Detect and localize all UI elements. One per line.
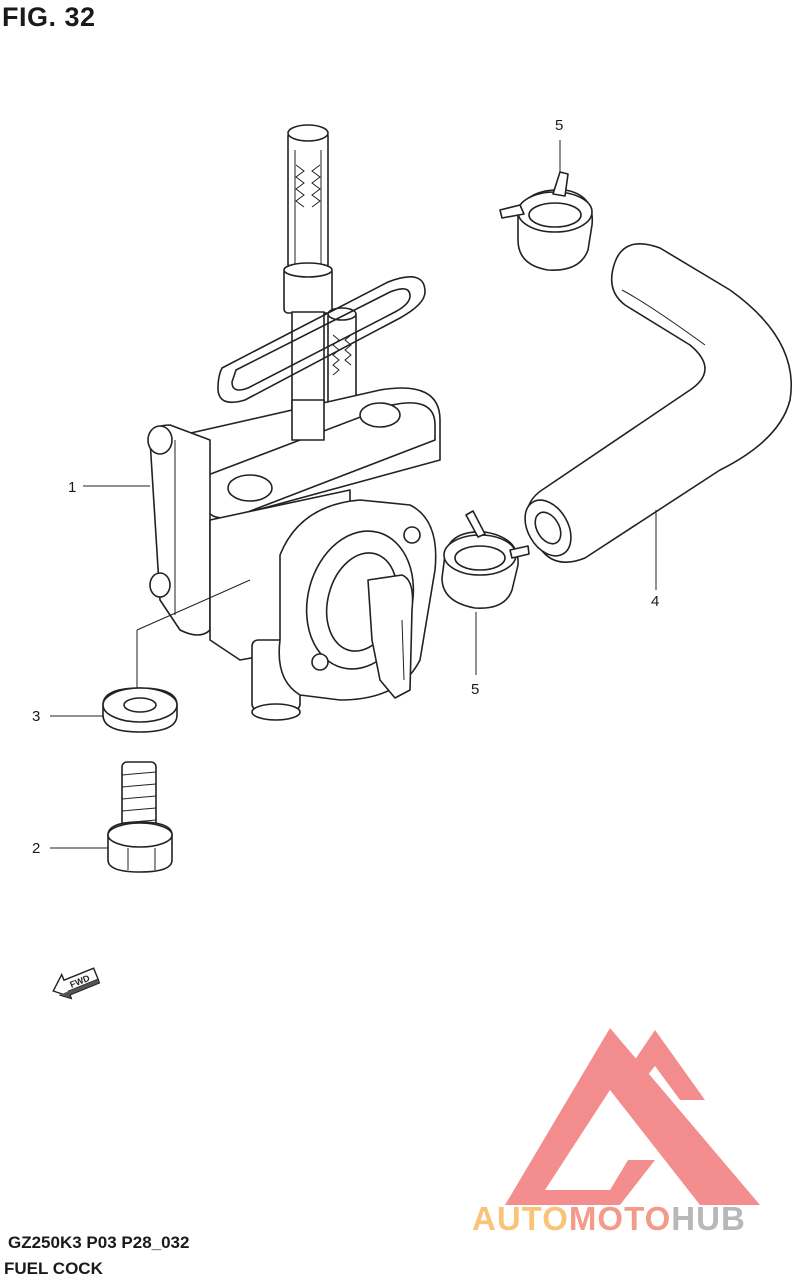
model-code: GZ250K3 P03 P28_032	[8, 1233, 190, 1252]
watermark-text: AUTOMOTOHUB	[472, 1200, 746, 1238]
callout-2: 2	[32, 840, 40, 857]
fuel-hose	[524, 243, 792, 564]
washer	[102, 687, 178, 733]
leader-lines	[50, 140, 657, 849]
callout-5-upper: 5	[555, 117, 563, 134]
watermark-moto: MOTO	[568, 1200, 672, 1237]
fwd-arrow-icon: FWD	[52, 967, 101, 1000]
figure-title: FIG. 32	[2, 2, 96, 32]
hose-clamp-lower	[441, 510, 530, 609]
figure-caption: FUEL COCK	[4, 1259, 103, 1278]
callout-3: 3	[32, 708, 40, 725]
hose-clamp-upper	[499, 171, 594, 271]
callout-4: 4	[651, 593, 659, 610]
fuel-cock-body	[147, 124, 441, 721]
screw	[107, 761, 173, 873]
watermark-logo	[505, 1028, 760, 1205]
watermark-auto: AUTO	[472, 1200, 569, 1237]
callout-1: 1	[68, 479, 76, 496]
watermark-hub: HUB	[671, 1200, 746, 1237]
callout-5-lower: 5	[471, 681, 479, 698]
